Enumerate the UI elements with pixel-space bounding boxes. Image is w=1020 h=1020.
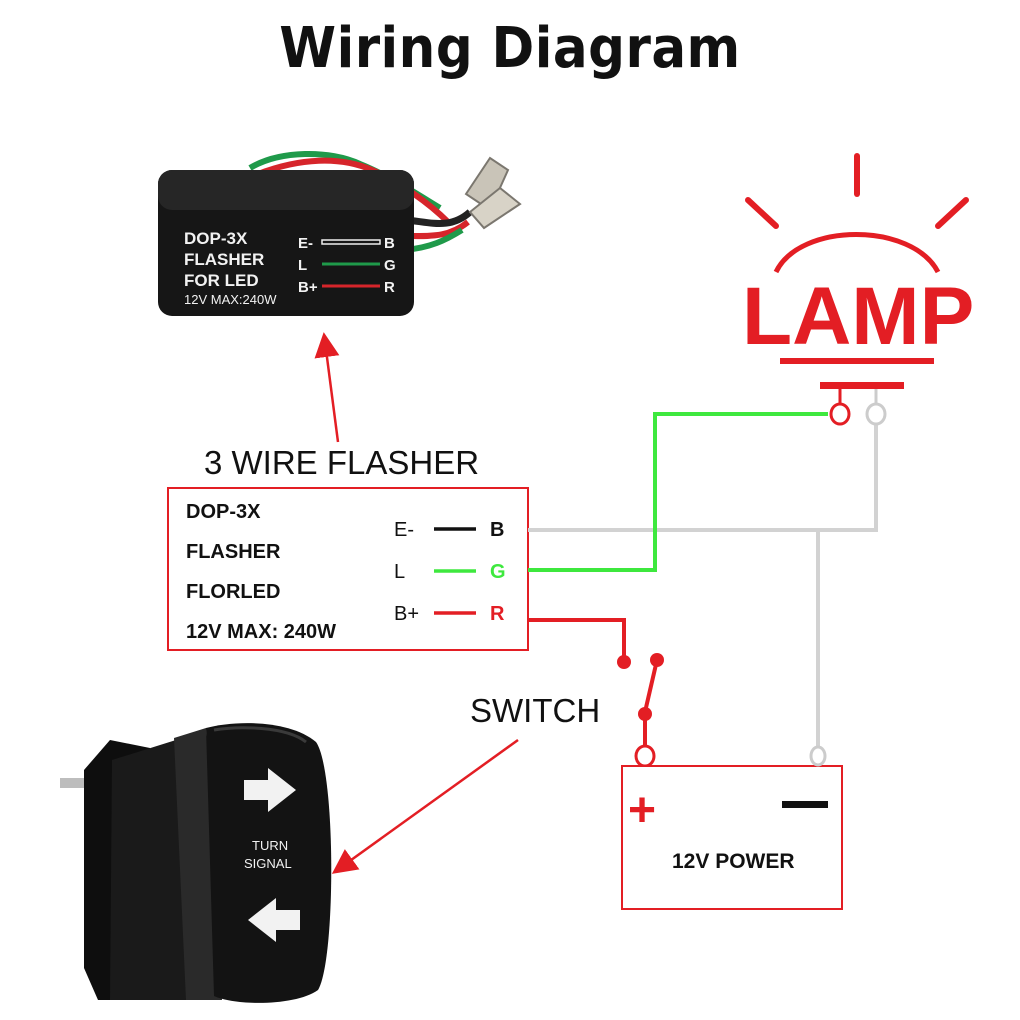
- gray-wire: [528, 424, 878, 532]
- product-line3: FOR LED: [184, 271, 259, 290]
- rocker-line1: TURN: [252, 838, 288, 853]
- red-wire: [528, 618, 626, 660]
- product-line2: FLASHER: [184, 250, 264, 269]
- battery-plus-icon: +: [628, 784, 656, 837]
- battery-label: 12V POWER: [672, 850, 795, 873]
- flasher-caption: 3 WIRE FLASHER: [204, 444, 479, 481]
- product-line1: DOP-3X: [184, 229, 248, 248]
- box-pin-left-e: E-: [394, 519, 414, 541]
- box-line1: DOP-3X: [186, 501, 261, 523]
- lamp-icon: LAMP: [742, 153, 974, 426]
- product-rating: 12V MAX:240W: [184, 292, 277, 307]
- box-line2: FLASHER: [186, 541, 281, 563]
- battery-12v: + 12V POWER: [621, 745, 843, 910]
- flasher-schematic-box: DOP-3X FLASHER FLORLED 12V MAX: 240W E- …: [167, 487, 529, 651]
- switch-arrow: [331, 738, 519, 874]
- flasher-module-photo: DOP-3X FLASHER FOR LED 12V MAX:240W E- L…: [158, 150, 522, 316]
- product-pin-right-r: R: [384, 279, 395, 296]
- terminal-connector-icon: [464, 156, 522, 230]
- box-pin-right-r: R: [490, 603, 505, 625]
- rocker-switch-photo: TURN SIGNAL: [60, 723, 332, 1003]
- switch-symbol: [617, 653, 664, 768]
- product-pin-left-l: L: [298, 257, 307, 274]
- arrow-left-icon: [248, 898, 300, 942]
- rocker-line2: SIGNAL: [244, 856, 292, 871]
- product-pin-right-g: G: [384, 257, 396, 274]
- arrow-right-icon: [244, 768, 296, 812]
- switch-label: SWITCH: [470, 692, 600, 729]
- box-line3: FLORLED: [186, 581, 280, 603]
- battery-minus-icon: [782, 801, 828, 808]
- product-pin-right-b: B: [384, 235, 395, 252]
- box-pin-right-b: B: [490, 519, 504, 541]
- box-pin-left-bplus: B+: [394, 603, 419, 625]
- flasher-arrow: [314, 332, 340, 443]
- box-pin-right-g: G: [490, 561, 506, 583]
- product-pin-left-e: E-: [298, 235, 313, 252]
- green-wire: [528, 412, 828, 572]
- box-rating: 12V MAX: 240W: [186, 621, 336, 643]
- lamp-label: LAMP: [742, 271, 974, 362]
- box-pin-left-l: L: [394, 561, 405, 583]
- page-title: Wiring Diagram: [279, 16, 741, 81]
- product-pin-left-bplus: B+: [298, 279, 318, 296]
